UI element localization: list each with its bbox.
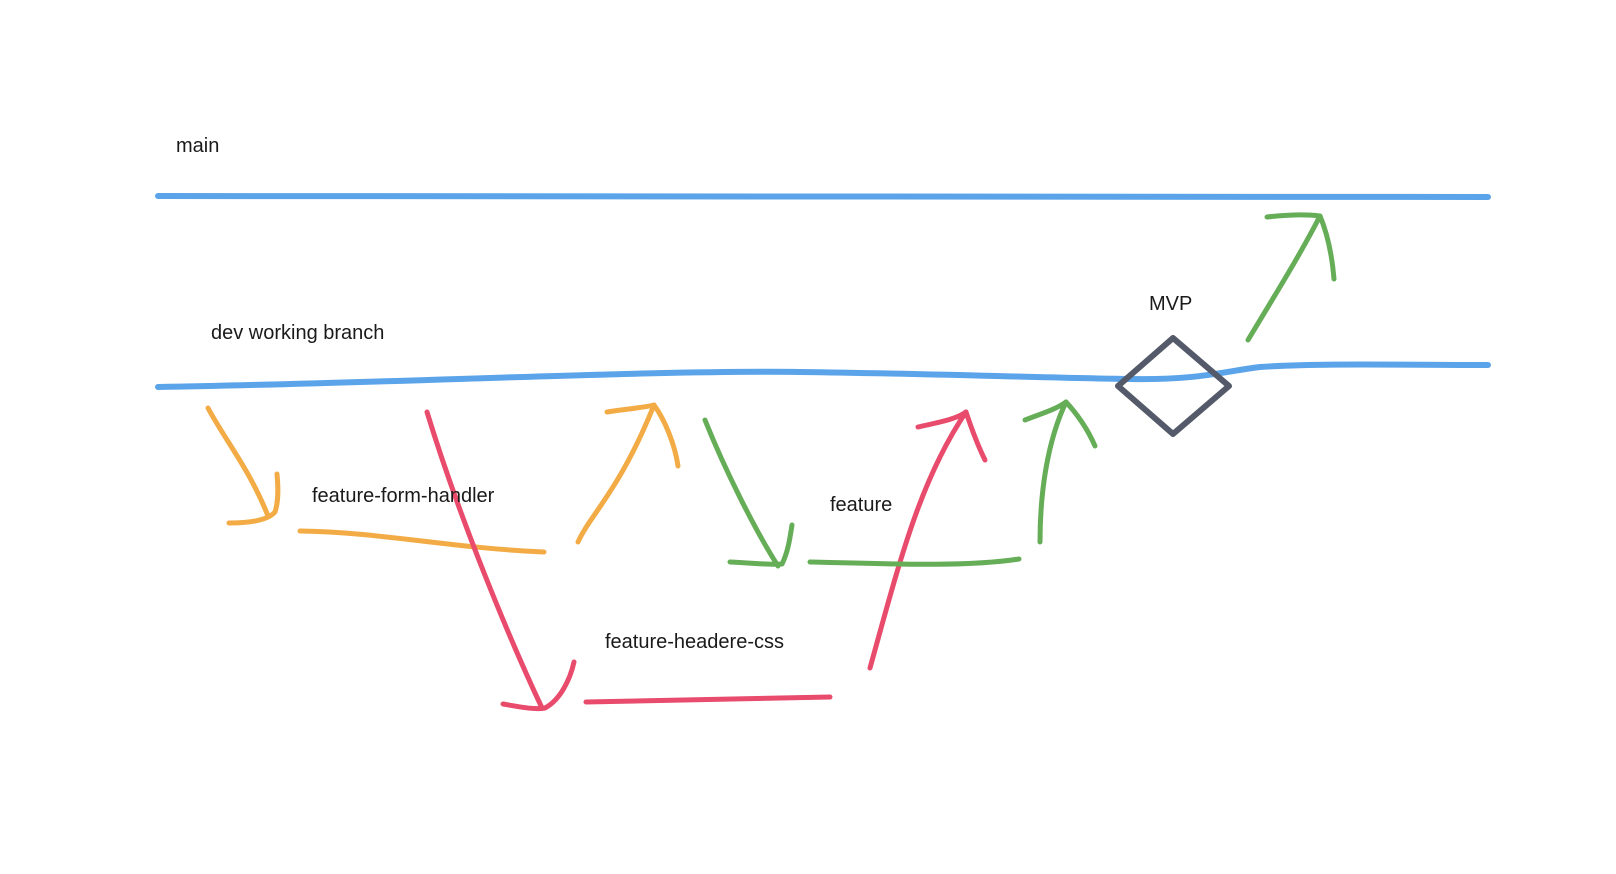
header-css-branch-out-arrowhead: [500, 659, 577, 712]
form-handler-branch-out-arrow: [205, 405, 271, 519]
mvp-label: MVP: [1149, 293, 1193, 315]
dev-branch-label: dev working branch: [211, 322, 385, 344]
feature-header-css-label: feature-headere-css: [605, 631, 784, 653]
form-handler-merge-arrow: [575, 402, 657, 545]
feature-form-handler-label: feature-form-handler: [312, 485, 495, 507]
header-css-branch-out-arrow: [424, 409, 545, 711]
mvp-milestone-diamond: [1115, 335, 1232, 437]
form-handler-merge-arrowhead: [604, 402, 681, 469]
feature-label: feature: [830, 494, 893, 516]
main-branch-label: main: [176, 135, 220, 157]
header-css-merge-arrowhead: [915, 409, 988, 463]
mvp-release-arrow: [1245, 213, 1323, 343]
feature-branch-out-arrow: [702, 417, 781, 569]
main-branch-line: [155, 192, 1491, 200]
header-css-branch-line: [583, 694, 833, 705]
dev-branch-line: [155, 361, 1491, 390]
feature-branch-out-arrowhead: [727, 522, 795, 567]
feature-merge-arrow: [1037, 399, 1069, 545]
feature-branch-line: [807, 556, 1022, 567]
mvp-release-arrowhead: [1264, 212, 1337, 282]
form-handler-branch-line: [297, 528, 547, 555]
feature-merge-arrowhead: [1022, 399, 1098, 449]
form-handler-branch-out-arrowhead: [226, 471, 281, 526]
header-css-merge-arrow: [867, 409, 969, 671]
